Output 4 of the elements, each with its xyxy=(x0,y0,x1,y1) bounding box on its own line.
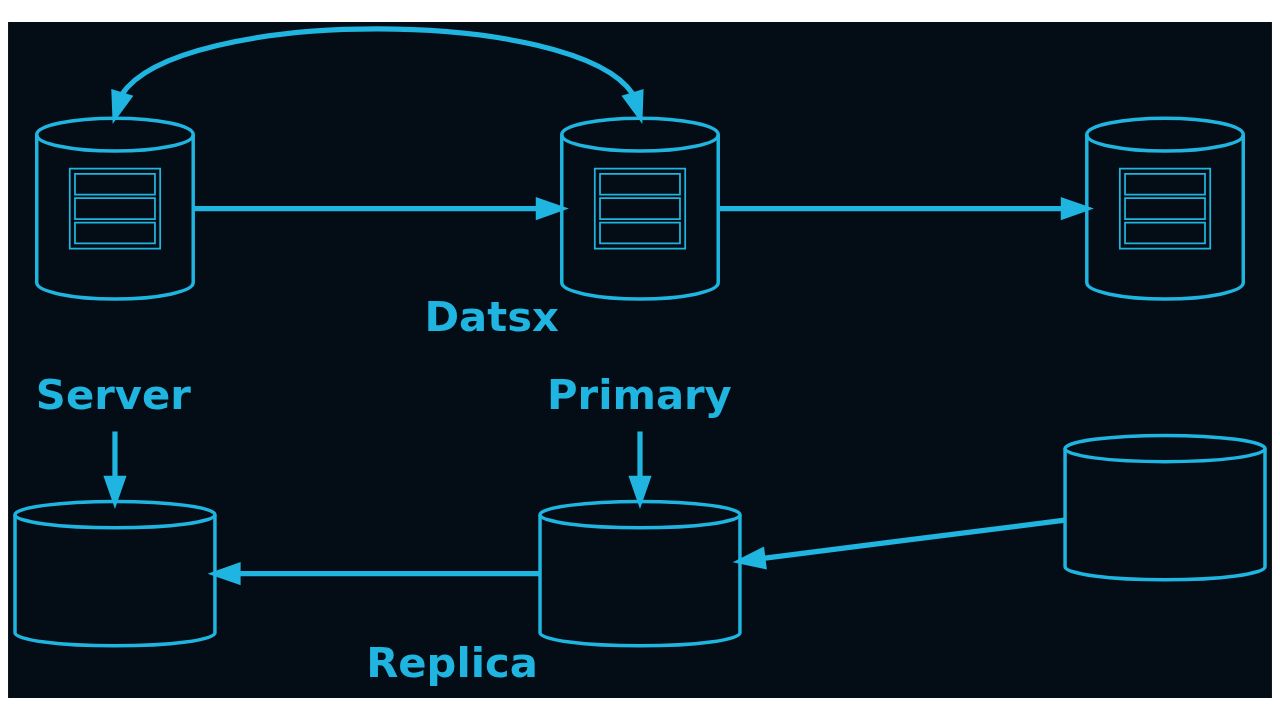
node-label: Replica xyxy=(366,638,538,688)
node-text: Server xyxy=(35,369,191,419)
node-text: Primary xyxy=(546,369,732,419)
node-label: Datsx xyxy=(424,291,559,341)
